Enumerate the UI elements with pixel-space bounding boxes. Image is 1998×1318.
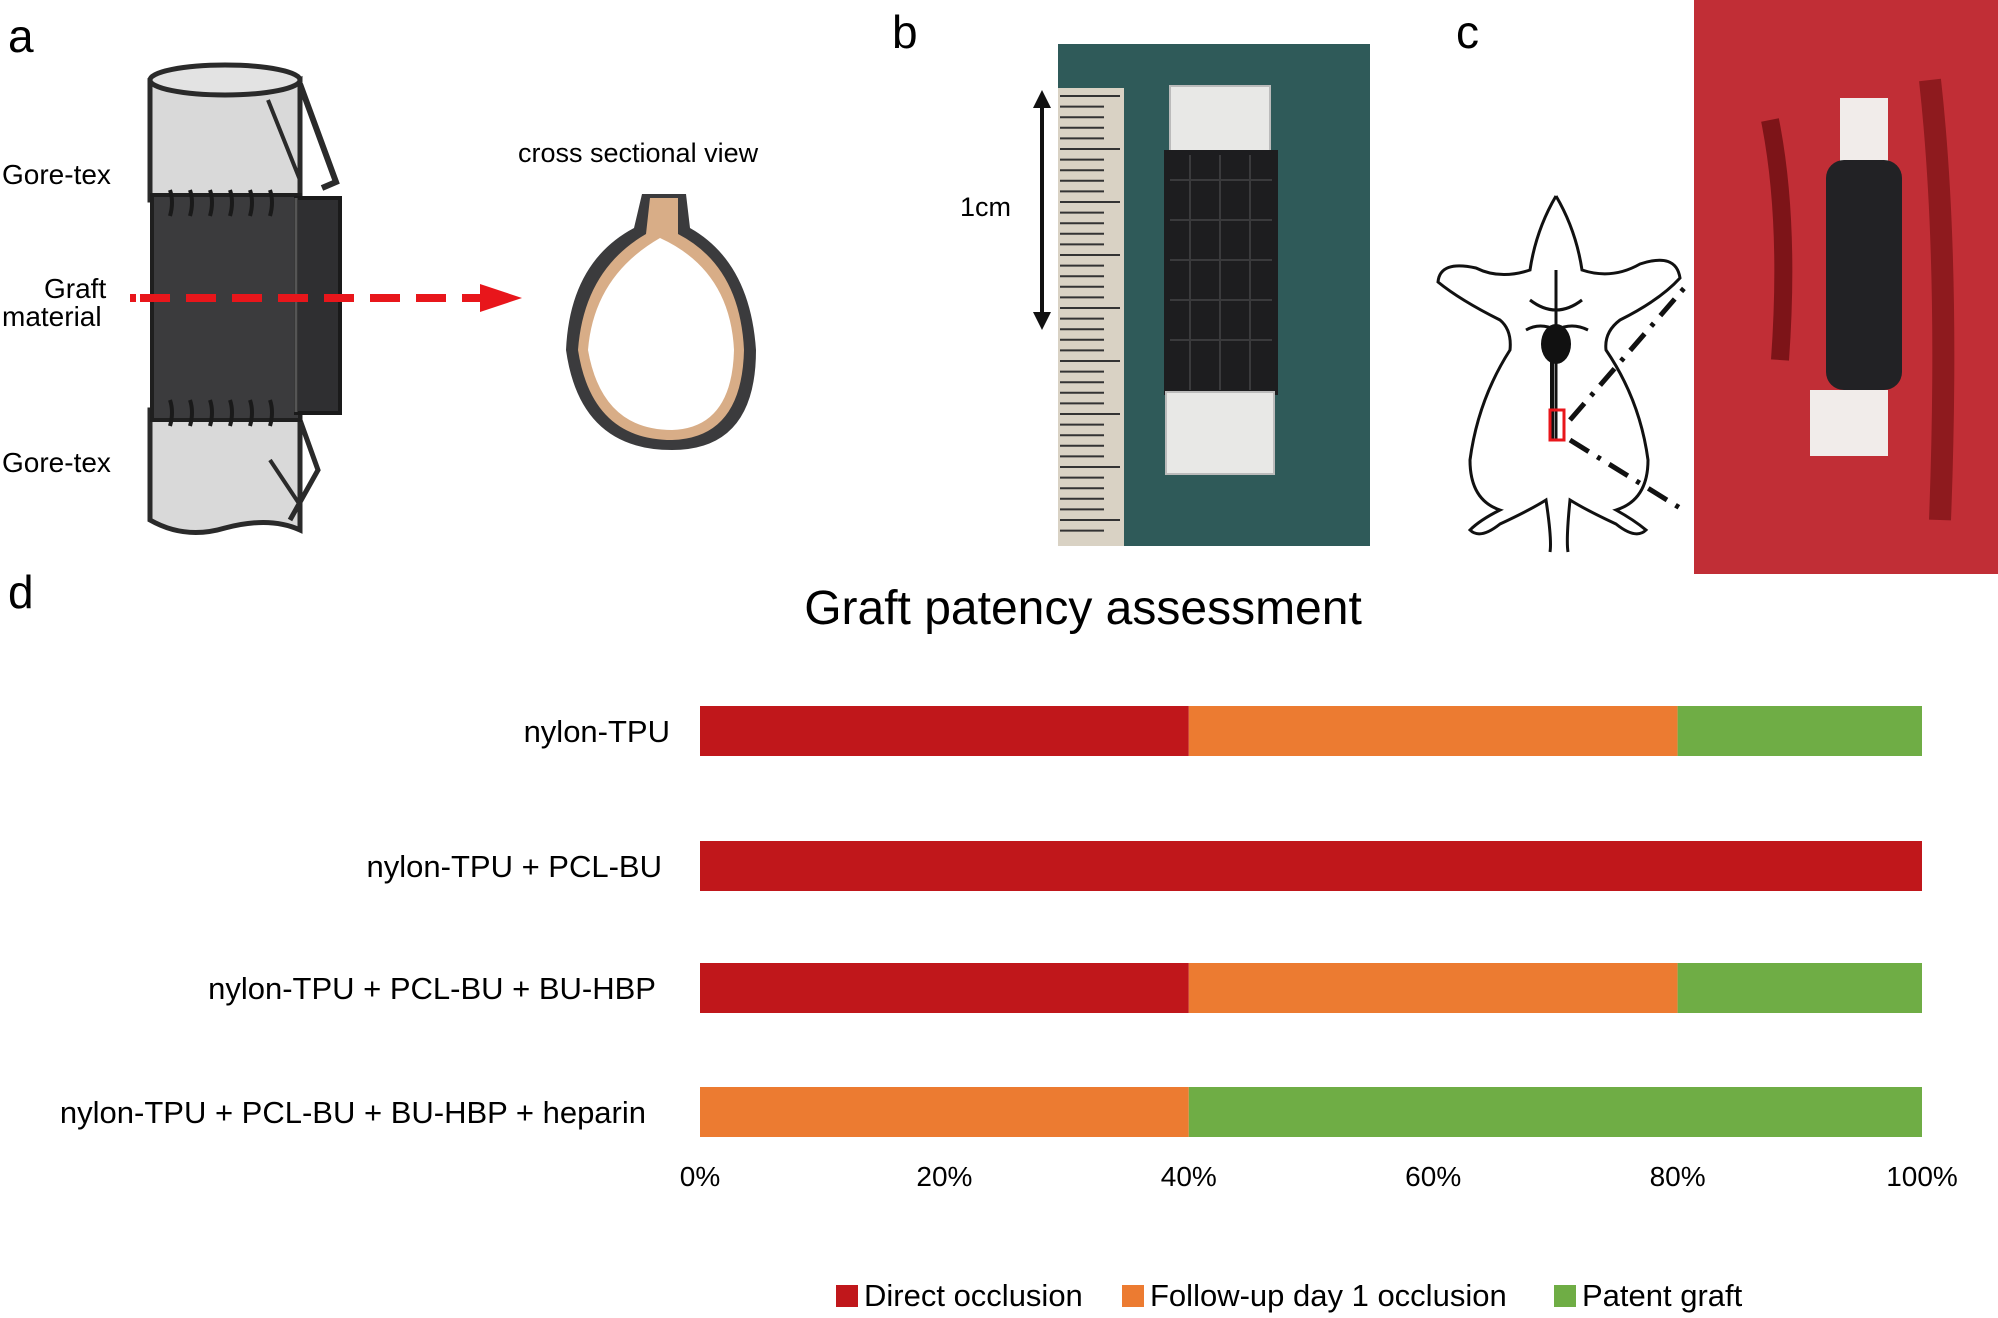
bar-segment	[1188, 963, 1678, 1013]
rat-illustration	[1436, 195, 1682, 553]
bar-segment	[1677, 963, 1922, 1013]
chart-x-tick-labels: 0% 20% 40% 60% 80% 100%	[680, 1161, 1958, 1192]
x-tick-label: 80%	[1650, 1161, 1706, 1192]
graft-material-label-line2: material	[2, 301, 102, 332]
category-label: nylon-TPU + PCL-BU + BU-HBP + heparin	[60, 1095, 646, 1130]
chart-legend: Direct occlusion Follow-up day 1 occlusio…	[836, 1278, 1743, 1313]
chart-bars	[700, 706, 1922, 1137]
scale-bar-label: 1cm	[960, 192, 1011, 222]
legend-label: Follow-up day 1 occlusion	[1150, 1278, 1507, 1313]
ruler-illustration	[1058, 88, 1124, 546]
bar-segment	[1677, 706, 1922, 756]
chart-category-labels: nylon-TPU nylon-TPU + PCL-BU nylon-TPU + P…	[60, 714, 670, 1130]
x-tick-label: 60%	[1405, 1161, 1461, 1192]
chart-title: Graft patency assessment	[804, 582, 1362, 635]
category-label: nylon-TPU	[524, 714, 670, 749]
graft-material-label-line1: Graft	[44, 273, 106, 304]
bar-segment	[700, 706, 1189, 756]
category-label: nylon-TPU + PCL-BU	[367, 849, 662, 884]
category-label: nylon-TPU + PCL-BU + BU-HBP	[208, 971, 656, 1006]
x-tick-label: 0%	[680, 1161, 720, 1192]
legend-label: Direct occlusion	[864, 1278, 1083, 1313]
x-tick-label: 20%	[916, 1161, 972, 1192]
panel-a: a Gore-tex Graft material Gore-tex	[2, 10, 759, 535]
panel-d: d Graft patency assessment nylon-TPUnylo…	[8, 566, 1958, 1313]
bar-segment	[700, 963, 1189, 1013]
x-tick-label: 40%	[1161, 1161, 1217, 1192]
gore-tex-bottom-illustration	[147, 407, 321, 535]
legend-swatch	[1554, 1285, 1576, 1307]
gore-tex-top-label: Gore-tex	[2, 159, 111, 190]
bar-segment	[700, 841, 1922, 891]
x-tick-label: 100%	[1886, 1161, 1958, 1192]
cross-section-illustration	[566, 194, 756, 450]
graft-specimen-illustration	[1164, 85, 1278, 475]
bar-segment	[700, 1087, 1189, 1137]
panel-b-letter: b	[892, 6, 918, 58]
bar-segment	[1188, 706, 1678, 756]
gore-tex-bottom-label: Gore-tex	[2, 447, 111, 478]
bar-segment	[1188, 1087, 1922, 1137]
panel-d-letter: d	[8, 566, 34, 618]
surgical-photo	[1694, 0, 1998, 574]
rat-organs-illustration	[1541, 324, 1571, 442]
panel-b: b 1c	[892, 6, 1370, 546]
cross-section-arrow	[130, 284, 522, 312]
cross-section-label: cross sectional view	[518, 138, 759, 168]
zoom-lines	[1568, 284, 1688, 511]
panel-a-letter: a	[8, 10, 34, 62]
panel-c: c	[1436, 0, 1998, 574]
graft-material-illustration	[150, 189, 342, 427]
panel-c-letter: c	[1456, 6, 1479, 58]
legend-swatch	[836, 1285, 858, 1307]
gore-tex-top-illustration	[147, 62, 340, 203]
legend-label: Patent graft	[1582, 1278, 1743, 1313]
legend-swatch	[1122, 1285, 1144, 1307]
scale-bar-arrow	[1033, 90, 1051, 330]
